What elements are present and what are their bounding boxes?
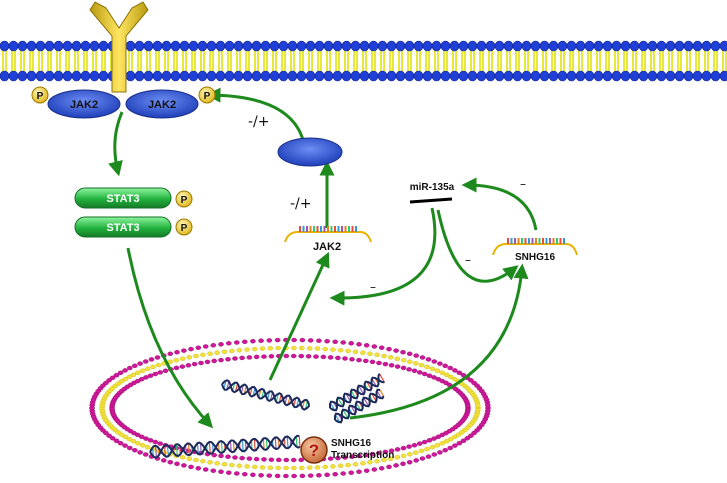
sign-mir-jak2: – [370,280,376,294]
stat3-bottom-label: STAT3 [106,222,139,234]
snhg16-transcription-label-1: SNHG16 [331,438,371,449]
snhg16-icon: SNHG16 [492,238,578,263]
stat3-bottom-icon: STAT3 P [74,216,193,238]
phospho-right-icon: P [198,86,216,104]
snhg16-label: SNHG16 [515,252,555,263]
jak2-left-icon: JAK2 [47,89,121,119]
arrow-mir-to-snhg16 [436,209,519,283]
svg-text:P: P [181,195,188,206]
arrow-stat3-to-nucleus [126,247,214,429]
phospho-left-icon: P [31,86,49,104]
svg-text:P: P [204,91,211,102]
stat3-top-label: STAT3 [106,193,139,205]
arrow-jak2-protein-to-membrane-jak2 [205,87,305,141]
snhg16-transcription-label-2: Transcription [331,450,394,461]
receptor-icon [89,1,149,93]
stat3-top-icon: STAT3 P [74,187,193,209]
arrow-snhg16-to-mir [461,177,538,231]
jak2-right-icon: JAK2 [125,89,199,119]
arrow-jak2-to-stat3 [108,111,124,177]
arrow-nucleus-to-snhg16 [349,263,529,420]
svg-text:?: ? [309,441,319,460]
jak2-mrna-label: JAK2 [313,241,341,253]
arrow-mir-to-jak2 [329,207,437,306]
jak2-left-label: JAK2 [70,99,98,111]
svg-text:P: P [181,223,188,234]
mir-label: miR-135a [410,182,455,193]
svg-text:P: P [37,91,44,102]
dna-helix-icons [149,373,385,459]
jak2-protein-icon [277,137,343,167]
sign-mir-snhg16: – [465,253,471,267]
question-mark-icon: ? [300,436,328,464]
mir-135a-icon: miR-135a [410,182,455,204]
jak2-mrna-icon: JAK2 [284,226,372,253]
sign-mrna-protein: -/+ [290,196,312,212]
cell-membrane [0,40,727,82]
sign-jak2-membrane: -/+ [248,114,270,130]
sign-snhg16-mir: – [520,177,526,191]
jak2-right-label: JAK2 [148,99,176,111]
nucleus-icon [89,337,491,479]
pathway-arrows [108,87,538,429]
arrow-nucleus-to-jak2-mrna [268,251,330,381]
